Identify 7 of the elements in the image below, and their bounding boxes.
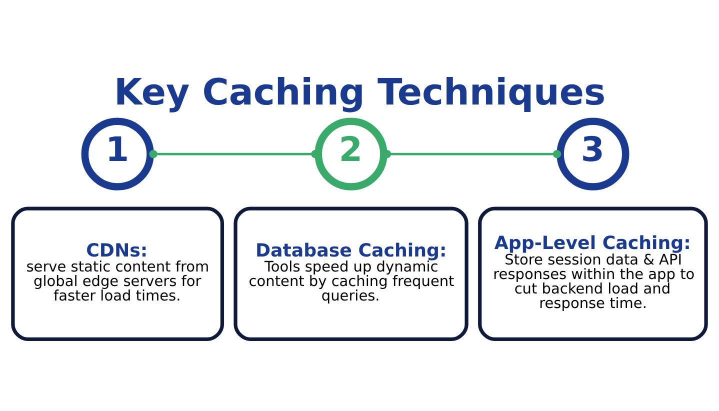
- node-box: App-Level Caching: Store session data & API responses within the app to cut backend load and response time.: [478, 206, 708, 341]
- node-circle: 2: [314, 118, 388, 190]
- node-circle: 3: [556, 118, 630, 190]
- node-circle: 1: [81, 118, 154, 190]
- node-box: Database Caching: Tools speed up dynamic content by caching frequent queries.: [234, 206, 468, 341]
- node-box: CDNs: serve static content from global edge servers for faster load times.: [11, 206, 224, 341]
- diagram-title: Key Caching Techniques: [114, 70, 606, 114]
